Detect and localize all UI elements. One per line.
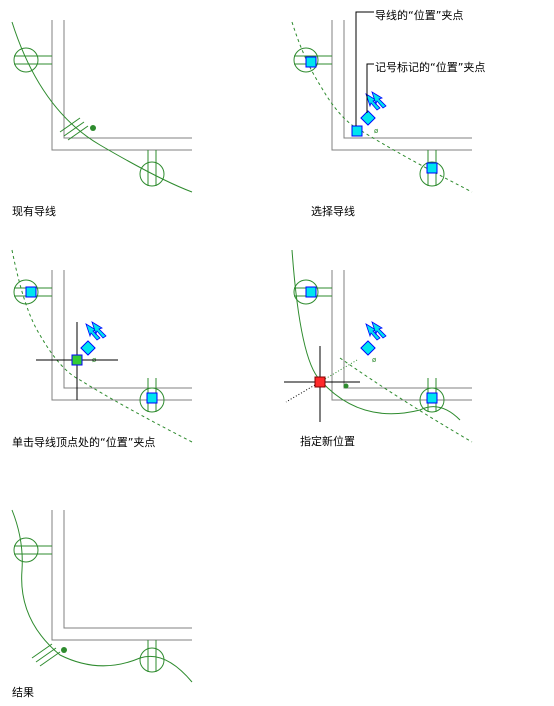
receptacle-symbol — [13, 537, 39, 563]
panel-existing-wire — [11, 19, 193, 193]
selected-vertex-grip[interactable] — [71, 354, 83, 366]
tag-position-grip[interactable] — [80, 340, 96, 356]
rubber-band-wire — [291, 249, 461, 421]
callout-wire-position-grip: 导线的“位置”夹点 — [375, 9, 464, 22]
end-grip[interactable] — [426, 162, 438, 174]
direction-grip[interactable] — [365, 321, 387, 341]
callout-leader-wire — [355, 11, 374, 126]
panel-specify-new-location: ø — [284, 249, 473, 443]
tag-dot — [90, 125, 96, 131]
end-grip[interactable] — [146, 392, 158, 404]
wall-corner — [51, 509, 193, 641]
wall-corner — [51, 269, 193, 401]
caption-click-vertex-grip: 单击导线顶点处的“位置”夹点 — [12, 436, 156, 449]
panel-select-wire: ø — [291, 11, 473, 193]
receptacle-symbol — [13, 47, 39, 73]
tick-marks — [59, 117, 89, 141]
selected-wire — [291, 21, 473, 193]
caption-result: 结果 — [12, 686, 34, 699]
callout-leader-tag — [366, 63, 374, 113]
hot-grip[interactable] — [314, 376, 326, 388]
end-grip[interactable] — [305, 286, 317, 298]
wall-corner — [331, 269, 473, 401]
wire-position-grip[interactable] — [351, 125, 363, 137]
end-grip[interactable] — [305, 56, 317, 68]
wall-corner — [51, 19, 193, 151]
tag-position-grip[interactable] — [360, 110, 376, 126]
direction-grip[interactable] — [85, 321, 107, 341]
tick-marks — [31, 643, 61, 667]
end-grip[interactable] — [426, 392, 438, 404]
wire — [11, 21, 193, 193]
tag-dot — [61, 647, 67, 653]
caption-select-wire: 选择导线 — [311, 205, 355, 218]
receptacle-symbol — [139, 647, 165, 673]
tag-dot — [343, 383, 349, 389]
end-grip[interactable] — [25, 286, 37, 298]
tracking-line — [285, 381, 321, 403]
panel-result — [11, 509, 193, 683]
panel-click-vertex-grip: ø — [11, 249, 193, 443]
tag-position-grip[interactable] — [360, 340, 376, 356]
tag-symbol: ø — [374, 127, 379, 135]
drag-rubber-band — [319, 359, 358, 383]
callout-tag-position-grip: 记号标记的“位置”夹点 — [375, 61, 486, 74]
caption-specify-new-location: 指定新位置 — [300, 435, 355, 448]
direction-grip[interactable] — [365, 91, 387, 111]
caption-existing-wire: 现有导线 — [12, 205, 56, 218]
tag-symbol: ø — [372, 356, 377, 364]
wire — [11, 509, 193, 683]
selected-wire — [11, 249, 193, 443]
